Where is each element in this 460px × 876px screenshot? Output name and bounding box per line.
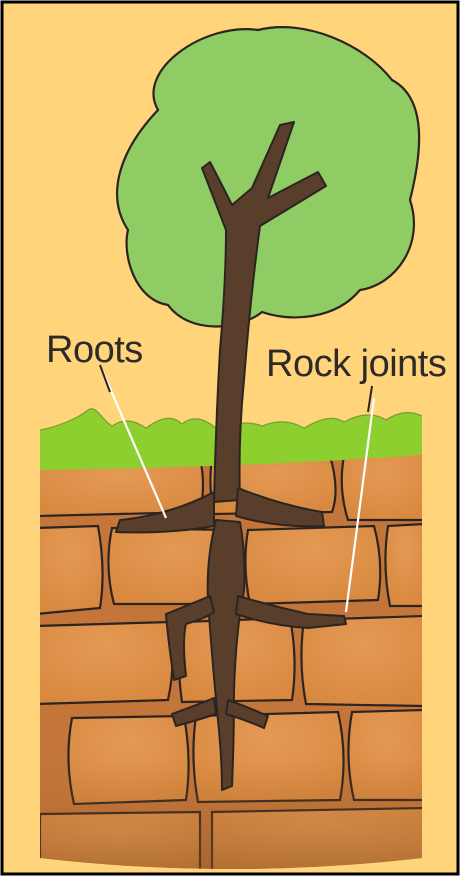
rock-block — [36, 622, 173, 704]
rock-block — [342, 452, 424, 520]
rock-block — [36, 526, 103, 614]
roots-label: Roots — [46, 329, 143, 371]
rock-block — [245, 526, 380, 604]
rock-block — [301, 616, 424, 706]
rock-joints-label: Rock joints — [266, 343, 446, 385]
rock-block — [385, 524, 424, 606]
